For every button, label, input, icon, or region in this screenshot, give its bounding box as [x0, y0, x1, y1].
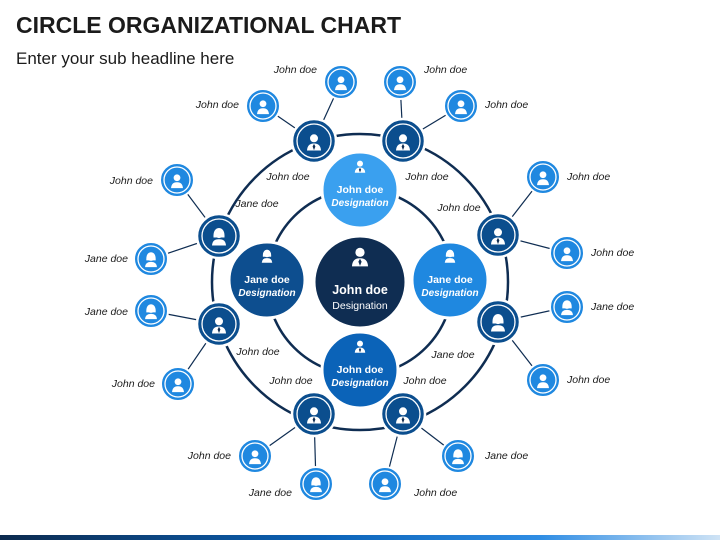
- leaf-label: Jane doe: [590, 301, 634, 313]
- ring-node-ring: [385, 396, 421, 432]
- ring-node-ring: [296, 396, 332, 432]
- man-tie-icon: [396, 407, 410, 424]
- leaf-label: John doe: [273, 64, 317, 76]
- leaf-label: Jane doe: [84, 253, 128, 265]
- main-node-designation: Designation: [238, 288, 295, 299]
- leaf-node-ring: [553, 293, 581, 321]
- ring-node-ring: [201, 306, 237, 342]
- leaf-label: Jane doe: [248, 487, 292, 499]
- ring-node-label: John doe: [265, 171, 309, 183]
- man-tie-icon: [307, 407, 321, 424]
- main-node-designation: Designation: [421, 288, 478, 299]
- main-node-right: [410, 240, 490, 320]
- woman-icon: [145, 304, 157, 320]
- main-node-name: John doe: [337, 184, 384, 196]
- leaf-node-ring: [529, 163, 557, 191]
- outer-ring: [210, 132, 510, 432]
- page-title: CIRCLE ORGANIZATIONAL CHART: [16, 12, 402, 38]
- woman-icon: [491, 314, 505, 332]
- man-tie-icon: [307, 134, 321, 151]
- leaf-label: John doe: [590, 247, 634, 259]
- footer-gradient-bar: [0, 535, 720, 540]
- man-tie-icon: [396, 134, 410, 151]
- man-icon: [249, 450, 261, 465]
- leaf-node-ring: [302, 470, 330, 498]
- man-tie-icon: [354, 340, 366, 353]
- leaf-node-ring: [371, 470, 399, 498]
- ring-node-label: John doe: [436, 202, 480, 214]
- ring-node-label: John doe: [402, 375, 446, 387]
- leaf-node-ring: [386, 68, 414, 96]
- woman-icon: [212, 228, 226, 246]
- woman-icon: [452, 449, 464, 465]
- main-node-left: [227, 240, 307, 320]
- center-node-designation: Designation: [332, 300, 388, 312]
- leaf-node-ring: [447, 92, 475, 120]
- ring-node-ring: [201, 218, 237, 254]
- leaf-label: John doe: [484, 99, 528, 111]
- man-tie-icon: [354, 160, 366, 173]
- ring-node-label: Jane doe: [234, 198, 278, 210]
- leaf-label: John doe: [423, 64, 467, 76]
- ring-node-label: John doe: [268, 375, 312, 387]
- page-subtitle: Enter your sub headline here: [16, 49, 235, 68]
- man-tie-icon: [491, 228, 505, 245]
- leaf-label: John doe: [413, 487, 457, 499]
- man-icon: [335, 76, 347, 91]
- main-node-name: John doe: [337, 364, 384, 376]
- leaf-label: John doe: [109, 175, 153, 187]
- main-node-bottom: [320, 330, 400, 410]
- leaf-label: John doe: [566, 171, 610, 183]
- woman-icon: [561, 300, 573, 316]
- leaf-node-ring: [241, 442, 269, 470]
- leaf-node-ring: [249, 92, 277, 120]
- man-icon: [172, 378, 184, 393]
- main-node-designation: Designation: [331, 378, 388, 389]
- man-icon: [455, 100, 467, 115]
- leaf-node-ring: [137, 297, 165, 325]
- woman-icon: [444, 249, 456, 263]
- leaf-node-ring: [137, 245, 165, 273]
- man-icon: [561, 247, 573, 262]
- man-tie-icon: [351, 247, 369, 267]
- main-node-name: Jane doe: [427, 274, 473, 286]
- ring-node-ring: [385, 123, 421, 159]
- woman-icon: [261, 249, 273, 263]
- woman-icon: [145, 252, 157, 268]
- leaf-node-ring: [444, 442, 472, 470]
- man-icon: [394, 76, 406, 91]
- woman-icon: [310, 477, 322, 493]
- leaf-label: John doe: [111, 378, 155, 390]
- main-node-name: Jane doe: [244, 274, 290, 286]
- ring-node-label: John doe: [235, 346, 279, 358]
- man-icon: [171, 174, 183, 189]
- leaf-label: Jane doe: [484, 450, 528, 462]
- ring-node-ring: [480, 217, 516, 253]
- leaf-node-ring: [164, 370, 192, 398]
- ring-node-ring: [296, 123, 332, 159]
- leaf-node-ring: [553, 239, 581, 267]
- leaf-node-ring: [163, 166, 191, 194]
- man-tie-icon: [212, 317, 226, 334]
- ring-node-label: Jane doe: [430, 349, 474, 361]
- leaf-label: Jane doe: [84, 306, 128, 318]
- ring-node-ring: [480, 304, 516, 340]
- leaf-node-ring: [327, 68, 355, 96]
- man-icon: [537, 171, 549, 186]
- leaf-node-ring: [529, 366, 557, 394]
- leaf-label: John doe: [195, 99, 239, 111]
- ring-node-label: John doe: [404, 171, 448, 183]
- main-node-top: [320, 150, 400, 230]
- leaf-label: John doe: [187, 450, 231, 462]
- man-icon: [257, 100, 269, 115]
- man-icon: [379, 478, 391, 493]
- man-icon: [537, 374, 549, 389]
- leaf-label: John doe: [566, 374, 610, 386]
- center-node: [312, 234, 408, 330]
- center-node-name: John doe: [332, 283, 388, 297]
- main-node-designation: Designation: [331, 198, 388, 209]
